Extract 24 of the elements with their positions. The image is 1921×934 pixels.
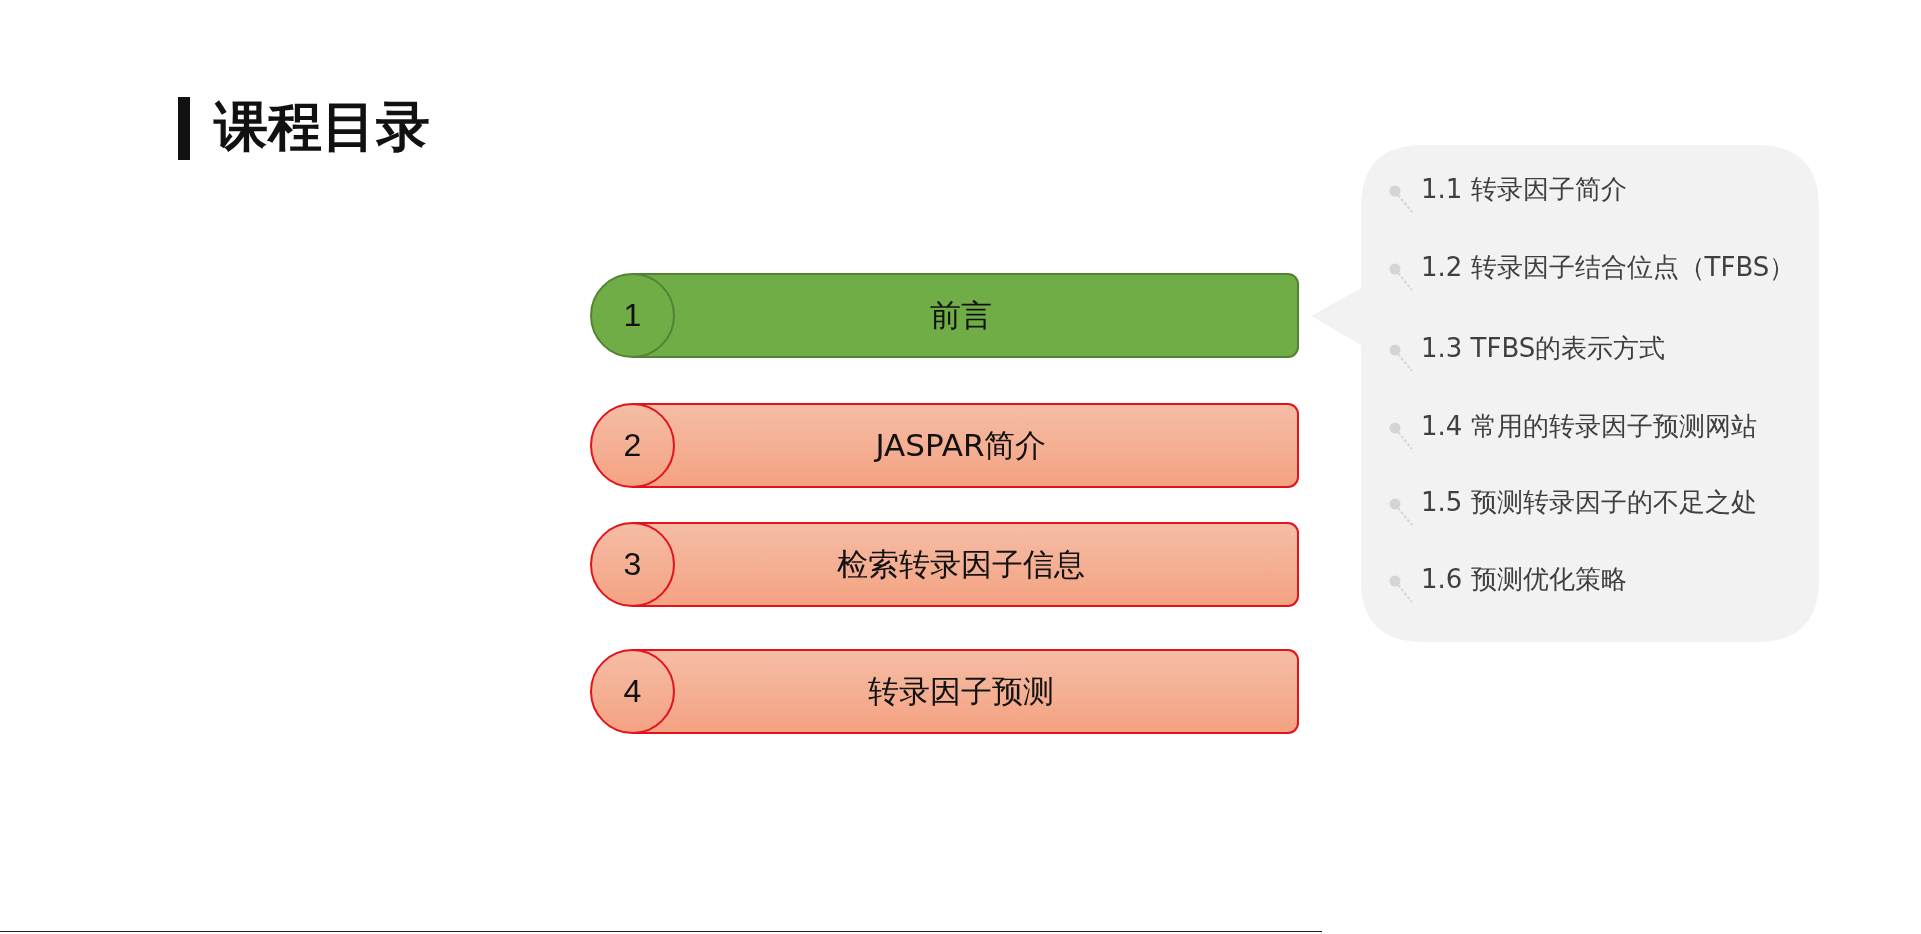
topic-text: 1.6 预测优化策略 [1421, 563, 1627, 596]
number-circle [590, 522, 675, 607]
topic-text: 1.4 常用的转录因子预测网站 [1421, 410, 1757, 443]
number-circle [590, 273, 675, 358]
section-number: 2 [623, 427, 642, 464]
topic-text: 1.3 TFBS的表示方式 [1421, 332, 1666, 365]
topic-text: 1.1 转录因子简介 [1421, 173, 1627, 206]
section-bar [675, 403, 1299, 488]
topic-text: 1.2 转录因子结合位点（TFBS） [1421, 251, 1796, 284]
number-circle [590, 649, 675, 734]
section-number: 4 [623, 673, 642, 710]
section-title: 前言 [930, 295, 992, 335]
section-bar [675, 649, 1299, 734]
slide-title: 课程目录 [214, 94, 430, 160]
section-title: 检索转录因子信息 [837, 544, 1085, 584]
section-title: JASPAR简介 [875, 425, 1047, 465]
topic-text: 1.5 预测转录因子的不足之处 [1421, 486, 1757, 519]
speech-bubble [1311, 145, 1819, 642]
section-bar [675, 522, 1299, 607]
section-title: 转录因子预测 [868, 671, 1054, 711]
number-circle [590, 403, 675, 488]
section-number: 1 [623, 297, 642, 334]
section-number: 3 [623, 546, 642, 583]
section-bar [675, 273, 1299, 358]
